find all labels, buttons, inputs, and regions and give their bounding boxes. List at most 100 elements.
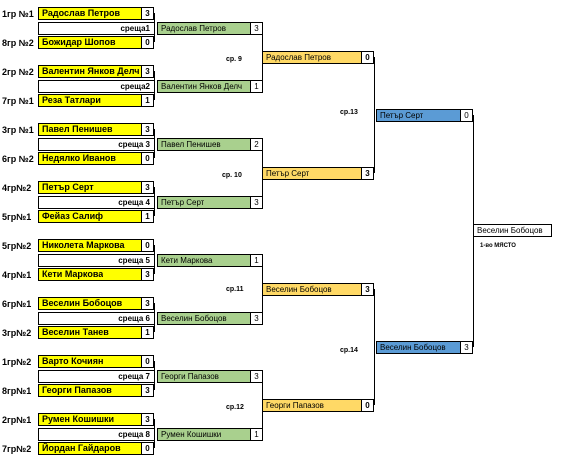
seed-label: 2гр№1: [2, 415, 32, 425]
player-score: 0: [361, 400, 373, 411]
seed-label: 1гр №1: [2, 9, 34, 19]
player-cell[interactable]: Павел Пенишев 2: [157, 138, 263, 151]
player-score: 2: [250, 139, 262, 150]
player-name: Радослав Петров: [161, 24, 226, 33]
match-label: среща 7: [38, 370, 154, 383]
player-score: 1: [250, 255, 262, 266]
player-cell[interactable]: Веселин Бобоцов 3: [157, 312, 263, 325]
winner-cell[interactable]: Веселин Бобоцов: [473, 224, 552, 237]
seed-label: 8гр№1: [2, 386, 32, 396]
seed-label: 7гр№2: [2, 444, 32, 454]
player-score: 3: [361, 168, 373, 179]
player-cell[interactable]: Георги Папазов 3: [38, 384, 154, 397]
player-score: 3: [141, 385, 153, 396]
player-name: Валентин Янков Делч: [42, 66, 140, 76]
player-cell[interactable]: Веселин Танев 1: [38, 326, 154, 339]
player-cell[interactable]: Варто Кочиян 0: [38, 355, 154, 368]
seed-label: 5гр№1: [2, 212, 32, 222]
player-score: 0: [361, 52, 373, 63]
player-score: 3: [141, 298, 153, 309]
player-score: 3: [141, 269, 153, 280]
bracket-line: [374, 57, 375, 173]
match-label: среща 4: [38, 196, 154, 209]
player-name: Варто Кочиян: [42, 356, 104, 366]
match-label: ср.12: [226, 404, 244, 411]
player-name: Кети Маркова: [42, 269, 104, 279]
player-cell[interactable]: Радослав Петров 3: [157, 22, 263, 35]
player-name: Петър Серт: [380, 111, 424, 120]
player-name: Румен Кошишки: [42, 414, 115, 424]
player-name: Радослав Петров: [266, 53, 331, 62]
bracket-line: [154, 303, 155, 332]
player-cell[interactable]: Георги Папазов 0: [262, 399, 374, 412]
seed-label: 6гр №2: [2, 154, 34, 164]
player-score: 1: [141, 211, 153, 222]
player-score: 3: [141, 8, 153, 19]
seed-label: 4гр№2: [2, 183, 32, 193]
player-cell[interactable]: Фейаз Салиф 1: [38, 210, 154, 223]
player-cell[interactable]: Петър Серт 3: [262, 167, 374, 180]
player-name: Георги Папазов: [266, 401, 324, 410]
match-label: ср.13: [340, 109, 358, 116]
player-score: 3: [250, 313, 262, 324]
player-score: 3: [141, 124, 153, 135]
player-score: 3: [250, 197, 262, 208]
player-name: Павел Пенишев: [161, 140, 221, 149]
player-score: 0: [141, 153, 153, 164]
player-name: Веселин Танев: [42, 327, 109, 337]
player-name: Фейаз Салиф: [42, 211, 104, 221]
bracket-line: [154, 187, 155, 216]
player-name: Веселин Бобоцов: [42, 298, 123, 308]
match-label: ср.14: [340, 347, 358, 354]
player-name: Божидар Шопов: [42, 37, 116, 47]
bracket-line: [154, 419, 155, 448]
bracket-line: [154, 245, 155, 274]
player-cell[interactable]: Веселин Бобоцов 3: [38, 297, 154, 310]
player-score: 3: [250, 23, 262, 34]
bracket-line: [154, 13, 155, 42]
player-score: 3: [361, 284, 373, 295]
player-name: Петър Серт: [266, 169, 310, 178]
player-score: 1: [250, 81, 262, 92]
match-label: среща 3: [38, 138, 154, 151]
player-name: Георги Папазов: [42, 385, 112, 395]
match-label: ср.11: [226, 286, 244, 293]
player-cell[interactable]: Петър Серт 3: [157, 196, 263, 209]
player-cell[interactable]: Веселин Бобоцов 3: [262, 283, 374, 296]
player-score: 1: [141, 327, 153, 338]
player-score: 3: [460, 342, 472, 353]
player-name: Недялко Иванов: [42, 153, 116, 163]
player-name: Николета Маркова: [42, 240, 125, 250]
seed-label: 7гр №1: [2, 96, 34, 106]
match-label: среща 8: [38, 428, 154, 441]
player-name: Веселин Бобоцов: [161, 314, 227, 323]
player-score: 0: [141, 443, 153, 454]
player-score: 0: [141, 356, 153, 367]
bracket-line: [374, 289, 375, 405]
player-cell[interactable]: Недялко Иванов 0: [38, 152, 154, 165]
player-name: Петър Серт: [161, 198, 205, 207]
player-cell[interactable]: Веселин Бобоцов 3: [376, 341, 473, 354]
seed-label: 3гр№2: [2, 328, 32, 338]
player-name: Веселин Бобоцов: [380, 343, 446, 352]
player-cell[interactable]: Радослав Петров 0: [262, 51, 374, 64]
player-cell[interactable]: Кети Маркова 3: [38, 268, 154, 281]
player-score: 1: [250, 429, 262, 440]
player-name: Веселин Бобоцов: [266, 285, 332, 294]
player-name: Петър Серт: [42, 182, 94, 192]
bracket-line: [154, 361, 155, 390]
